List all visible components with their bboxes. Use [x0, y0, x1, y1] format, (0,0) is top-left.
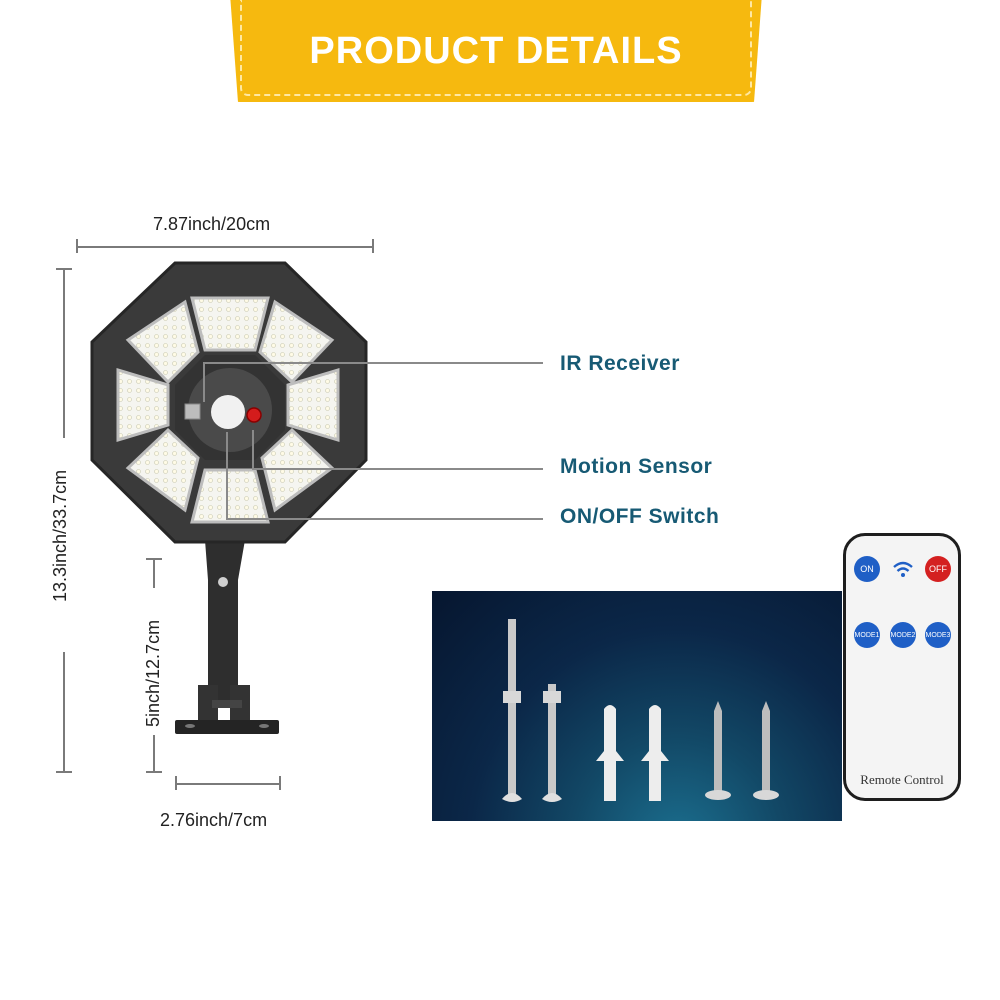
- remote-mode1-button[interactable]: MODE1: [854, 622, 880, 648]
- dimension-tick: [76, 239, 78, 253]
- total-height-label: 13.3inch/33.7cm: [50, 469, 70, 602]
- remote-mode3-button[interactable]: MODE3: [925, 622, 951, 648]
- base-dimension-line: [176, 783, 280, 785]
- dimension-tick: [279, 776, 281, 790]
- wifi-signal-icon: [893, 561, 913, 577]
- switch-leader: [226, 432, 228, 518]
- title-banner: [230, 0, 762, 102]
- remote-mode2-button[interactable]: MODE2: [890, 622, 916, 648]
- switch-leader: [226, 518, 543, 520]
- remote-on-button[interactable]: ON: [854, 556, 880, 582]
- height-dimension-line-bottom: [63, 652, 65, 772]
- on-off-switch-label: ON/OFF Switch: [560, 505, 720, 528]
- dimension-tick: [175, 776, 177, 790]
- ir-receiver-label: IR Receiver: [560, 352, 680, 375]
- screws-and-anchors-illustration: [502, 619, 779, 802]
- ir-receiver-leader: [203, 362, 543, 364]
- height-dimension-line-top: [63, 268, 65, 438]
- width-dimension-line: [76, 246, 374, 248]
- solar-lamp-illustration: [90, 261, 368, 734]
- motion-sensor-label: Motion Sensor: [560, 455, 713, 478]
- bracket-dimension-line-top: [153, 558, 155, 588]
- bracket-dimension-line-bottom: [153, 735, 155, 772]
- page-title: PRODUCT DETAILS: [309, 30, 683, 72]
- ir-receiver-leader: [203, 362, 205, 402]
- banner-stitching: [240, 0, 752, 96]
- motion-sensor-leader: [252, 468, 543, 470]
- dimension-tick: [146, 771, 162, 773]
- motion-sensor-leader: [252, 430, 254, 468]
- width-dimension-label: 7.87inch/20cm: [153, 214, 271, 234]
- base-width-label: 2.76inch/7cm: [160, 810, 268, 830]
- dimension-tick: [56, 771, 72, 773]
- dimension-tick: [372, 239, 374, 253]
- remote-off-button[interactable]: OFF: [925, 556, 951, 582]
- remote-control: ON OFF MODE1 MODE2 MODE3 Remote Control: [843, 533, 961, 801]
- remote-caption: Remote Control: [860, 772, 944, 787]
- mounting-hardware-panel: [432, 591, 842, 821]
